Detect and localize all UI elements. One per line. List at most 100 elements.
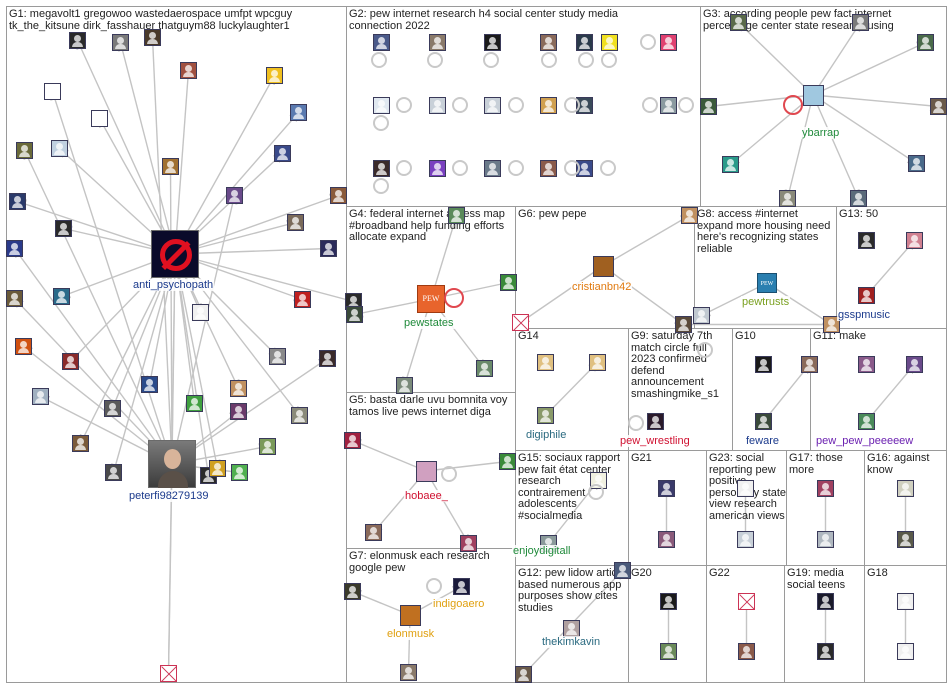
node-label-anti-psychopath[interactable]: anti_psychopath [132,279,215,291]
node-n13[interactable] [9,193,26,210]
node-g21b[interactable] [658,531,675,548]
node-label-pew-pew-peeeeew[interactable]: pew_pew_peeeeew [815,435,915,447]
node-g10c[interactable] [755,413,772,430]
node-label-digiphile[interactable]: digiphile [525,429,568,441]
node-g13a[interactable] [858,232,875,249]
node-g2c[interactable] [484,34,501,51]
node-g6hub[interactable] [593,256,614,277]
node-g4a[interactable] [448,207,465,224]
node-label-enjoydigitall[interactable]: enjoydigitall [512,545,572,557]
node-g4d[interactable] [396,377,413,394]
node-n33[interactable] [230,403,247,420]
node-g2b[interactable] [429,34,446,51]
node-g11a[interactable] [858,356,875,373]
node-n24[interactable] [15,338,32,355]
node-n42[interactable] [345,293,362,310]
node-n21[interactable] [6,290,23,307]
node-g21a[interactable] [658,480,675,497]
node-g17a[interactable] [817,480,834,497]
node-g2n[interactable] [373,160,390,177]
node-g7a[interactable] [344,583,361,600]
node-g22a[interactable] [738,593,755,610]
node-g3h[interactable] [779,190,796,207]
node-g3f[interactable] [722,156,739,173]
node-n20[interactable] [53,288,70,305]
node-n10[interactable] [51,140,68,157]
node-n12[interactable] [162,158,179,175]
node-g10a[interactable] [755,356,772,373]
node-label-feware[interactable]: feware [745,435,781,447]
node-n25[interactable] [269,348,286,365]
node-g14b[interactable] [589,354,606,371]
node-label-thekimkavin[interactable]: thekimkavin [541,636,602,648]
node-label-gsspmusic[interactable]: gsspmusic [837,309,891,321]
node-g19a[interactable] [817,593,834,610]
node-g5d[interactable] [499,453,516,470]
node-g4b[interactable] [500,274,517,291]
node-n31[interactable] [186,395,203,412]
node-g7hub[interactable] [400,605,421,626]
node-n1[interactable] [112,34,129,51]
node-g14a[interactable] [537,354,554,371]
node-n28[interactable] [141,376,158,393]
node-g23b[interactable] [737,531,754,548]
node-n35[interactable] [72,435,89,452]
node-g22b[interactable] [738,643,755,660]
node-g12a[interactable] [614,562,631,579]
node-n6[interactable] [44,83,61,100]
node-g13b[interactable] [906,232,923,249]
node-g4c[interactable] [476,360,493,377]
node-n3[interactable] [144,29,161,46]
node-g3g[interactable] [908,155,925,172]
node-n17[interactable] [287,214,304,231]
node-n23[interactable] [192,304,209,321]
node-n7[interactable] [91,110,108,127]
node-g2i[interactable] [429,97,446,114]
node-label-pewtrusts[interactable]: pewtrusts [741,296,791,308]
node-g3e[interactable] [930,98,947,115]
node-g4e[interactable] [346,306,363,323]
node-n22[interactable] [294,291,311,308]
node-n2[interactable] [69,32,86,49]
node-n29[interactable] [230,380,247,397]
node-label-pew-wrestling[interactable]: pew_wrestling [619,435,691,447]
node-n19[interactable] [320,240,337,257]
node-g3c[interactable] [917,34,934,51]
node-g6a[interactable] [681,207,698,224]
node-n27[interactable] [319,350,336,367]
node-n34[interactable] [291,407,308,424]
node-g2j[interactable] [484,97,501,114]
node-g2e[interactable] [576,34,593,51]
node-g5a[interactable] [344,432,361,449]
node-n37[interactable] [105,464,122,481]
node-g2g[interactable] [660,34,677,51]
node-g20a[interactable] [660,593,677,610]
node-g12b[interactable] [563,620,580,637]
node-g8a[interactable] [693,307,710,324]
node-g19b[interactable] [817,643,834,660]
node-n5[interactable] [266,67,283,84]
node-g2k[interactable] [540,97,557,114]
node-g11c[interactable] [858,413,875,430]
node-g12c[interactable] [515,666,532,683]
node-g6c[interactable] [675,316,692,333]
node-g20b[interactable] [660,643,677,660]
node-label-pewstates[interactable]: pewstates [403,317,455,329]
node-label-hobaee-[interactable]: hobaee_ [404,490,449,502]
node-g5b[interactable] [365,524,382,541]
node-n15[interactable] [226,187,243,204]
node-g2m[interactable] [660,97,677,114]
node-n14[interactable] [55,220,72,237]
node-g8b[interactable] [823,316,840,333]
node-g23a[interactable] [737,480,754,497]
node-n41[interactable] [160,665,177,682]
node-g3i[interactable] [850,190,867,207]
node-label-peterfi98279139[interactable]: peterfi98279139 [128,490,210,502]
node-g2q[interactable] [540,160,557,177]
node-n18[interactable] [6,240,23,257]
node-g18b[interactable] [897,643,914,660]
node-g16b[interactable] [897,531,914,548]
node-n30[interactable] [32,388,49,405]
node-n26[interactable] [62,353,79,370]
node-g6b[interactable] [512,314,529,331]
